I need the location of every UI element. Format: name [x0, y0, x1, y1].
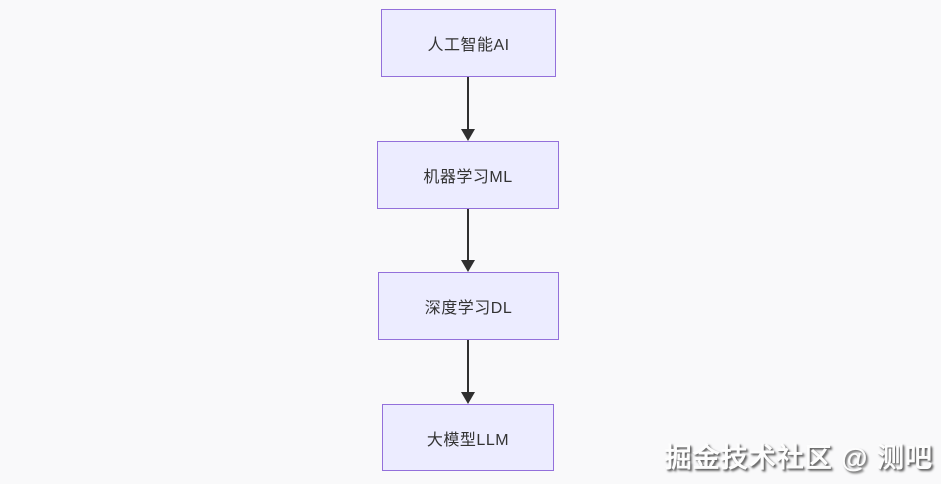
- flowchart-node-dl: 深度学习DL: [378, 272, 559, 340]
- node-label-llm: 大模型LLM: [426, 431, 510, 449]
- flowchart-node-ai: 人工智能AI: [381, 9, 556, 77]
- edge-line-ai-to-ml: [467, 77, 469, 129]
- node-label-dl: 深度学习DL: [424, 300, 513, 317]
- edge-line-dl-to-llm: [467, 340, 469, 392]
- watermark-text: 掘金技术社区 @ 测吧: [664, 443, 933, 473]
- node-label-ai: 人工智能AI: [427, 37, 510, 54]
- flowchart-node-llm: 大模型LLM: [382, 404, 554, 471]
- arrowhead-icon: [461, 392, 475, 404]
- arrowhead-icon: [461, 260, 475, 272]
- edge-line-ml-to-dl: [467, 209, 469, 260]
- arrowhead-icon: [461, 129, 475, 141]
- node-label-ml: 机器学习ML: [423, 169, 513, 186]
- flowchart-node-ml: 机器学习ML: [377, 141, 559, 209]
